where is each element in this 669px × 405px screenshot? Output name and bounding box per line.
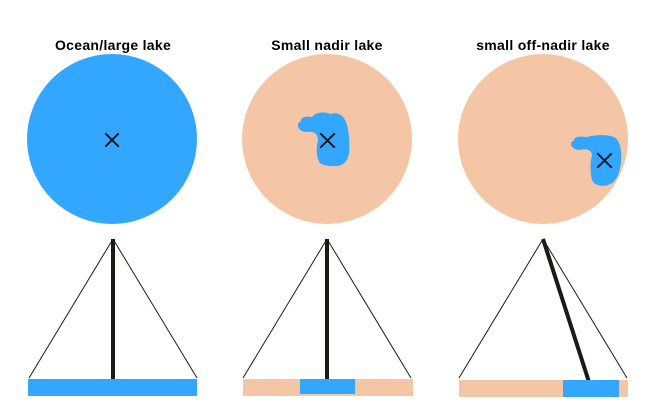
ground-strip-lake bbox=[563, 380, 619, 397]
ground-strip-water bbox=[28, 379, 197, 396]
ground-strip-lake bbox=[300, 379, 355, 394]
lake-blob bbox=[571, 135, 622, 186]
cross-x-icon bbox=[319, 132, 336, 149]
cross-x-icon bbox=[104, 132, 120, 148]
panel-small-nadir-lake: Small nadir lake bbox=[242, 37, 413, 396]
view-cone bbox=[28, 238, 198, 379]
off-nadir-look-line bbox=[541, 238, 591, 383]
panel-title-nadir: Small nadir lake bbox=[271, 37, 382, 53]
lake-blob bbox=[298, 112, 350, 167]
footprint-circle-land bbox=[458, 54, 628, 224]
panel-title-off-nadir: small off-nadir lake bbox=[476, 37, 610, 53]
view-cone bbox=[458, 238, 628, 383]
cross-x-icon bbox=[596, 152, 613, 169]
panel-ocean-large-lake: Ocean/large lake bbox=[27, 37, 198, 396]
panel-title-ocean: Ocean/large lake bbox=[55, 37, 171, 53]
panel-small-off-nadir-lake: small off-nadir lake bbox=[458, 37, 628, 397]
view-cone bbox=[242, 238, 412, 379]
